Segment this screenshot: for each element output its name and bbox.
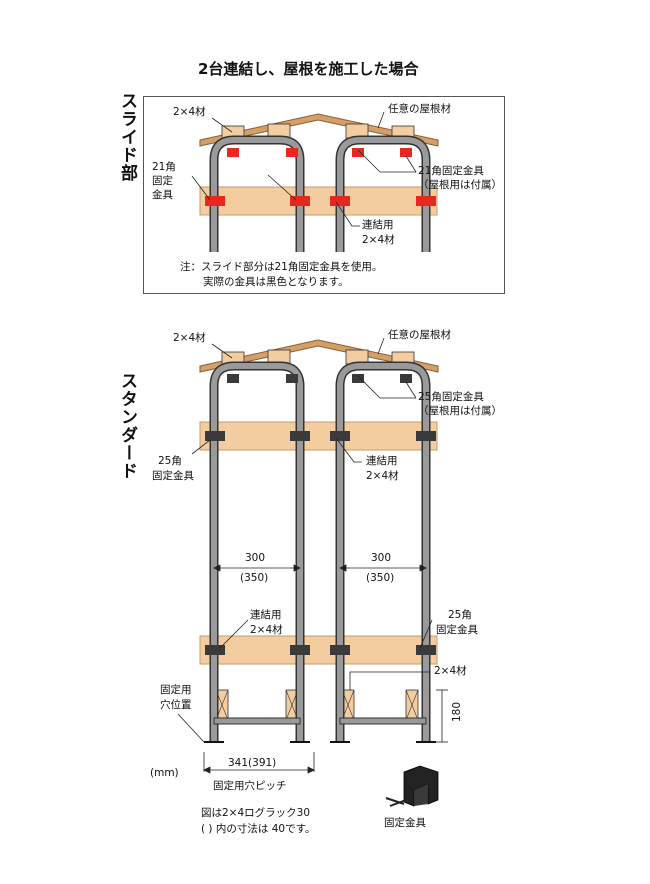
standard-dim-left-alt: (350) [240,572,269,584]
standard-label-connect-bottom-1: 連結用 [250,609,282,621]
standard-unit: (mm) [150,767,179,779]
standard-lumber-bottom [199,635,438,665]
slide-diagram [191,111,439,252]
standard-bracket [290,645,310,655]
standard-label-connect-bottom-2: 2×4材 [250,624,283,636]
standard-label-connect-top-1: 連結用 [366,455,398,467]
page-title: 2台連結し、屋根を施工した場合 [198,60,419,78]
standard-label-hole-1: 固定用 [160,684,192,696]
standard-label-bracket-left-2: 固定金具 [152,470,194,482]
standard-base-bar [339,717,427,725]
standard-bracket [227,374,239,383]
standard-dim-height: 180 [451,701,463,722]
slide-section-frame [143,96,505,294]
slide-label-connect-2: 2×4材 [362,234,395,246]
standard-lumber-top [199,421,438,451]
slide-label-roof: 任意の屋根材 [388,103,451,115]
slide-bracket-red [227,148,239,157]
slide-bracket-red [205,196,225,206]
standard-bracket [416,431,436,441]
slide-lumber-bar [199,186,438,216]
fitting-illustration [385,765,439,807]
standard-base-bar [213,717,301,725]
slide-label-bracket-right-2: （屋根用は付属） [418,179,502,191]
slide-bracket-red [330,196,350,206]
standard-label-bracket-left-1: 25角 [158,455,182,467]
standard-bracket [286,374,298,383]
slide-label-connect-1: 連結用 [362,219,394,231]
standard-bracket [290,431,310,441]
standard-label-bracket-top-2: （屋根用は付属） [418,405,502,417]
standard-label-roof: 任意の屋根材 [388,329,451,341]
standard-bracket [352,374,364,383]
standard-bracket [330,645,350,655]
standard-label-connect-top-2: 2×4材 [366,470,399,482]
slide-label-bracket-left-2: 固定 [152,175,173,187]
slide-note-1: 注：スライド部分は21角固定金具を使用。 [180,261,383,273]
standard-dim-right: 300 [371,552,392,564]
standard-roof-board [199,339,439,373]
fitting-label: 固定金具 [384,817,426,829]
standard-dim-pitch: 341(391) [228,757,277,769]
standard-label-bracket-top-1: 25角固定金具 [418,391,484,403]
standard-bracket [330,431,350,441]
standard-dim-left: 300 [245,552,266,564]
standard-label-hole-2: 穴位置 [160,699,192,711]
slide-bracket-red [286,148,298,157]
slide-label-bracket-right-1: 21角固定金具 [418,165,484,177]
standard-label-lumber: 2×4材 [173,332,206,344]
standard-diagram [177,337,448,774]
standard-bracket [205,431,225,441]
slide-note-2: 実際の金具は黒色となります。 [203,276,349,288]
standard-note-1: 図は2×4ログラック30 [201,807,311,819]
standard-note-2: ( ) 内の寸法は 40です。 [201,823,316,835]
slide-bracket-red [352,148,364,157]
standard-label-lumber-bottom: 2×4材 [434,665,467,677]
slide-bracket-red [416,196,436,206]
slide-roof-board [199,113,439,147]
slide-bracket-red [400,148,412,157]
slide-heading: スライド部 [117,92,137,182]
standard-dim-right-alt: (350) [366,572,395,584]
standard-bracket [416,645,436,655]
standard-label-pitch: 固定用穴ピッチ [213,780,287,792]
standard-label-bracket-bottom-1: 25角 [448,609,472,621]
slide-label-lumber: 2×4材 [173,106,206,118]
standard-label-bracket-bottom-2: 固定金具 [436,624,478,636]
slide-label-bracket-left-3: 金具 [152,189,173,201]
slide-bracket-red [290,196,310,206]
slide-label-bracket-left-1: 21角 [152,161,176,173]
standard-heading: スタンダード [117,372,137,480]
standard-bracket [400,374,412,383]
standard-bracket [205,645,225,655]
